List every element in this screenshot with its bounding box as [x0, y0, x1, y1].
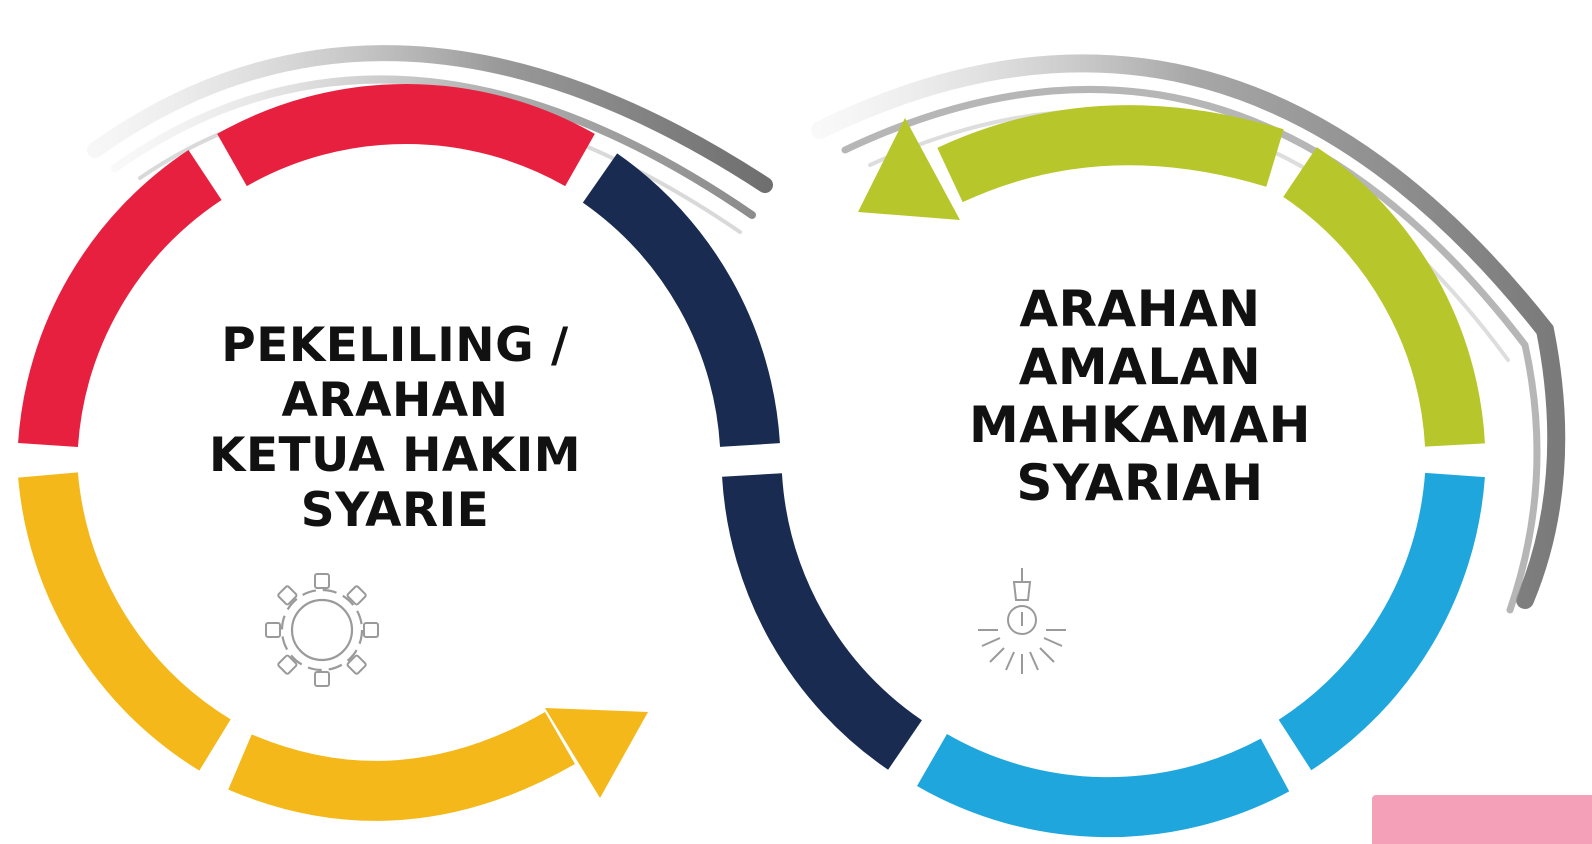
left-yellow-arrow-head	[545, 708, 648, 798]
left-title-line: KETUA HAKIM	[209, 428, 581, 483]
right-lime-arrow-head	[858, 118, 960, 220]
right-cycle-title: ARAHAN AMALAN MAHKAMAH SYARIAH	[930, 280, 1350, 512]
left-title-line: PEKELILING /	[221, 318, 569, 373]
right-cycle	[722, 105, 1485, 838]
right-title-line: ARAHAN	[1019, 280, 1261, 338]
right-sky-segment-right	[1278, 472, 1485, 771]
left-yellow-arrow-shaft	[228, 711, 575, 821]
right-lime-segment-right	[1282, 147, 1485, 447]
right-lime-arrow-shaft	[937, 105, 1284, 203]
light-bulb-icon	[978, 568, 1066, 674]
right-title-line: SYARIAH	[1016, 454, 1264, 512]
left-yellow-segment	[18, 472, 231, 771]
gear-icon	[265, 573, 379, 687]
left-cycle	[18, 83, 780, 821]
left-title-line: ARAHAN	[281, 373, 509, 428]
right-navy-segment	[722, 472, 923, 770]
left-red-segment-lower	[18, 149, 222, 448]
left-red-segment-top	[217, 83, 595, 187]
left-navy-segment	[582, 153, 780, 448]
left-cycle-title: PEKELILING / ARAHAN KETUA HAKIM SYARIE	[195, 318, 595, 538]
left-title-line: SYARIE	[300, 483, 490, 538]
right-title-line: AMALAN	[1018, 338, 1262, 396]
right-sky-segment-bottom	[917, 733, 1290, 838]
corner-badge	[1372, 795, 1592, 844]
right-title-line: MAHKAMAH	[968, 396, 1312, 454]
